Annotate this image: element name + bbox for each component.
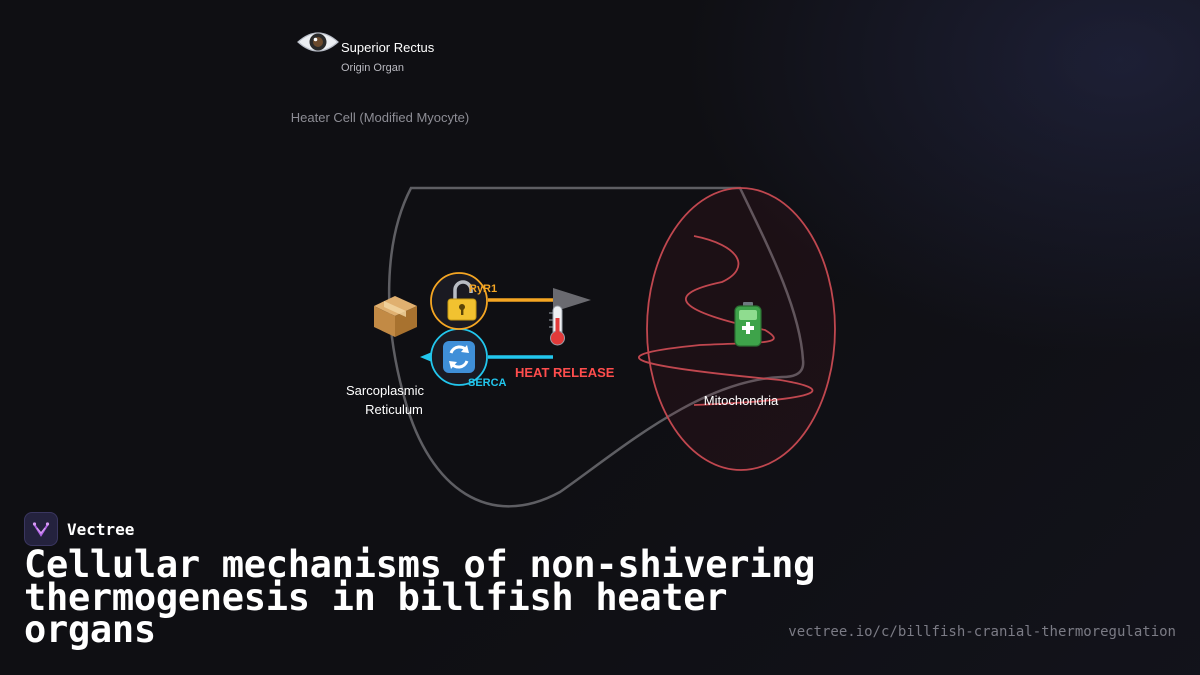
ryr1-channel: RyR1 <box>430 272 591 330</box>
sarcoplasmic-reticulum: Sarcoplasmic Reticulum <box>346 296 425 417</box>
sr-label-line2: Reticulum <box>365 402 423 417</box>
heater-cell-outline <box>387 186 805 508</box>
sr-label-line1: Sarcoplasmic <box>346 383 425 398</box>
vectree-logo-icon <box>24 512 58 546</box>
origin-name: Superior Rectus <box>341 40 435 55</box>
serca-label: SERCA <box>468 377 507 389</box>
cycle-arrows-icon <box>443 341 475 373</box>
eye-icon <box>297 32 339 52</box>
cell-label: Heater Cell (Modified Myocyte) <box>291 110 469 125</box>
ryr1-label: RyR1 <box>469 283 497 295</box>
battery-icon <box>734 302 762 347</box>
serca-pump: SERCA <box>420 328 553 389</box>
mitochondria-label: Mitochondria <box>704 393 779 408</box>
heat-release: HEAT RELEASE <box>515 305 615 380</box>
mitochondria-cristae <box>638 235 814 406</box>
serca-arrowhead <box>420 352 432 362</box>
origin-organ: Superior Rectus Origin Organ <box>297 32 435 74</box>
brand-name: Vectree <box>67 519 135 539</box>
page-title: Cellular mechanisms of non-shivering the… <box>24 543 816 651</box>
box-icon <box>374 296 417 337</box>
brand: Vectree <box>24 512 134 546</box>
thermometer-icon <box>549 305 565 346</box>
heat-release-label: HEAT RELEASE <box>515 365 615 380</box>
origin-caption: Origin Organ <box>341 62 404 74</box>
source-url[interactable]: vectree.io/c/billfish-cranial-thermoregu… <box>788 624 1176 640</box>
ryr1-arrowhead <box>553 288 591 312</box>
mitochondria: Mitochondria <box>638 187 836 471</box>
unlock-icon <box>447 280 477 321</box>
